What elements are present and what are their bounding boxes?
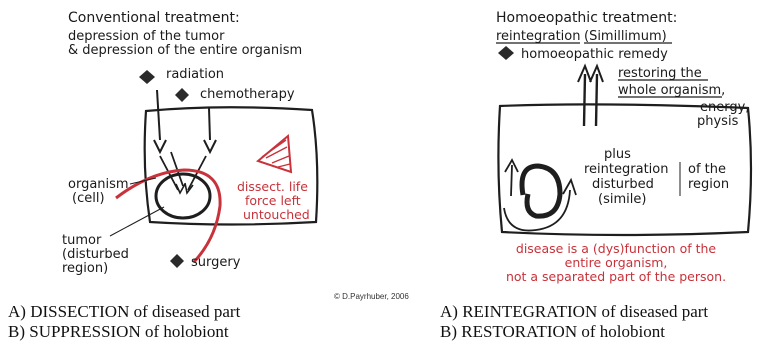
spiral-arrow xyxy=(511,165,512,196)
label-simile: (simile) xyxy=(598,192,646,207)
chemotherapy-arrow xyxy=(209,108,210,140)
label-restoring-2: whole organism, xyxy=(618,83,725,98)
author-credit: © D.Payrhuber, 2006 xyxy=(334,292,409,301)
label-restoring-1: restoring the xyxy=(618,66,702,81)
label-plus: plus xyxy=(604,147,631,162)
radiation-arrow xyxy=(157,90,160,140)
disease-line-3: not a separated part of the person. xyxy=(506,269,726,284)
caption-right-b: B) RESTORATION of holobiont xyxy=(440,322,665,342)
caption-left-b: B) SUPPRESSION of holobiont xyxy=(8,322,229,342)
tumor-circle xyxy=(156,174,210,218)
dissect-line-2: force left xyxy=(245,193,301,208)
left-panel: Conventional treatment: depression of th… xyxy=(62,10,317,276)
organism-pointer xyxy=(130,178,156,184)
diamond-bullet-icon xyxy=(139,70,155,84)
dissect-line-1: dissect. life xyxy=(237,179,308,194)
caption-right-a: A) REINTEGRATION of diseased part xyxy=(440,302,708,322)
label-energy: energy, xyxy=(700,100,749,115)
diamond-bullet-icon xyxy=(498,46,514,60)
diamond-bullet-icon xyxy=(175,88,189,102)
left-title: Conventional treatment: xyxy=(68,10,240,26)
right-panel: Homoeopathic treatment: reintegration (S… xyxy=(496,10,751,284)
label-radiation: radiation xyxy=(166,67,224,82)
label-disturbed: (disturbed xyxy=(62,247,129,262)
disease-line-1: disease is a (dys)function of the xyxy=(516,241,717,256)
right-subtitle-simillimum: (Simillimum) xyxy=(584,29,667,44)
label-homoeopathic-remedy: homoeopathic remedy xyxy=(521,47,668,62)
label-of-the: of the xyxy=(688,162,726,177)
label-physis: physis xyxy=(697,114,739,129)
dissect-line-3: untouched xyxy=(243,207,310,222)
disease-line-2: entire organism, xyxy=(565,255,668,270)
label-chemotherapy: chemotherapy xyxy=(200,87,295,102)
label-cell: (cell) xyxy=(72,191,105,206)
label-disturbed: disturbed xyxy=(592,177,654,192)
label-organism: organism xyxy=(68,177,129,192)
arrowhead-icon xyxy=(578,66,603,82)
label-surgery: surgery xyxy=(191,255,241,270)
label-region: region) xyxy=(62,261,108,276)
right-title: Homoeopathic treatment: xyxy=(496,10,677,26)
caption-left-a: A) DISSECTION of diseased part xyxy=(8,302,240,322)
arrowhead-icon xyxy=(154,140,166,152)
reintegration-spiral xyxy=(522,166,560,216)
label-tumor: tumor xyxy=(62,233,102,248)
right-subtitle-reintegration: reintegration xyxy=(496,29,580,44)
label-region: region xyxy=(688,177,729,192)
left-subtitle-1: depression of the tumor xyxy=(68,29,225,44)
label-reintegration: reintegration xyxy=(584,162,668,177)
arrowhead-icon xyxy=(204,140,216,152)
left-subtitle-2: & depression of the entire organism xyxy=(68,43,302,58)
diamond-bullet-icon xyxy=(170,254,184,268)
